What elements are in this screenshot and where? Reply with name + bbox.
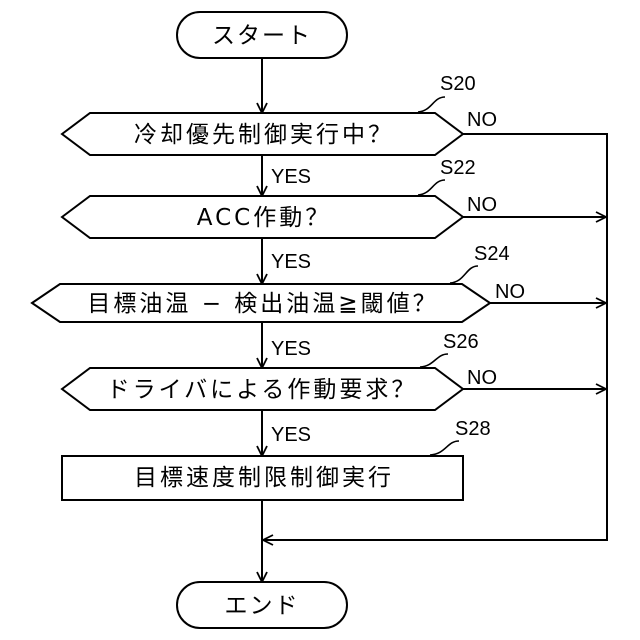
- process-s28-text: 目標速度制限制御実行: [134, 465, 394, 491]
- decision-s24-text: 目標油温 − 検出油温≧閾値？: [87, 291, 438, 317]
- step-label-s28: S28: [455, 418, 491, 440]
- yes-label-s22: YES: [271, 251, 311, 273]
- yes-label-s24: YES: [271, 338, 311, 360]
- decision-s20-text: 冷却優先制御実行中？: [134, 122, 394, 148]
- step-label-s24: S24: [474, 243, 510, 265]
- leader-s22: [418, 180, 445, 195]
- leader-s24: [450, 266, 478, 283]
- leader-s26: [420, 354, 448, 367]
- step-label-s22: S22: [440, 157, 476, 179]
- leader-s28: [430, 441, 459, 455]
- start-label: スタート: [212, 23, 312, 49]
- yes-label-s26: YES: [271, 424, 311, 446]
- no-label-s22: NO: [467, 194, 497, 216]
- yes-label-s20: YES: [271, 166, 311, 188]
- leader-s20: [418, 97, 445, 112]
- decision-s22-text: ACC作動？: [197, 205, 331, 231]
- decision-s26-text: ドライバによる作動要求？: [107, 377, 418, 403]
- no-label-s26: NO: [467, 367, 497, 389]
- step-label-s26: S26: [443, 331, 479, 353]
- step-label-s20: S20: [440, 73, 476, 95]
- end-label: エンド: [225, 593, 300, 619]
- no-label-s20: NO: [467, 109, 497, 131]
- no-label-s24: NO: [495, 281, 525, 303]
